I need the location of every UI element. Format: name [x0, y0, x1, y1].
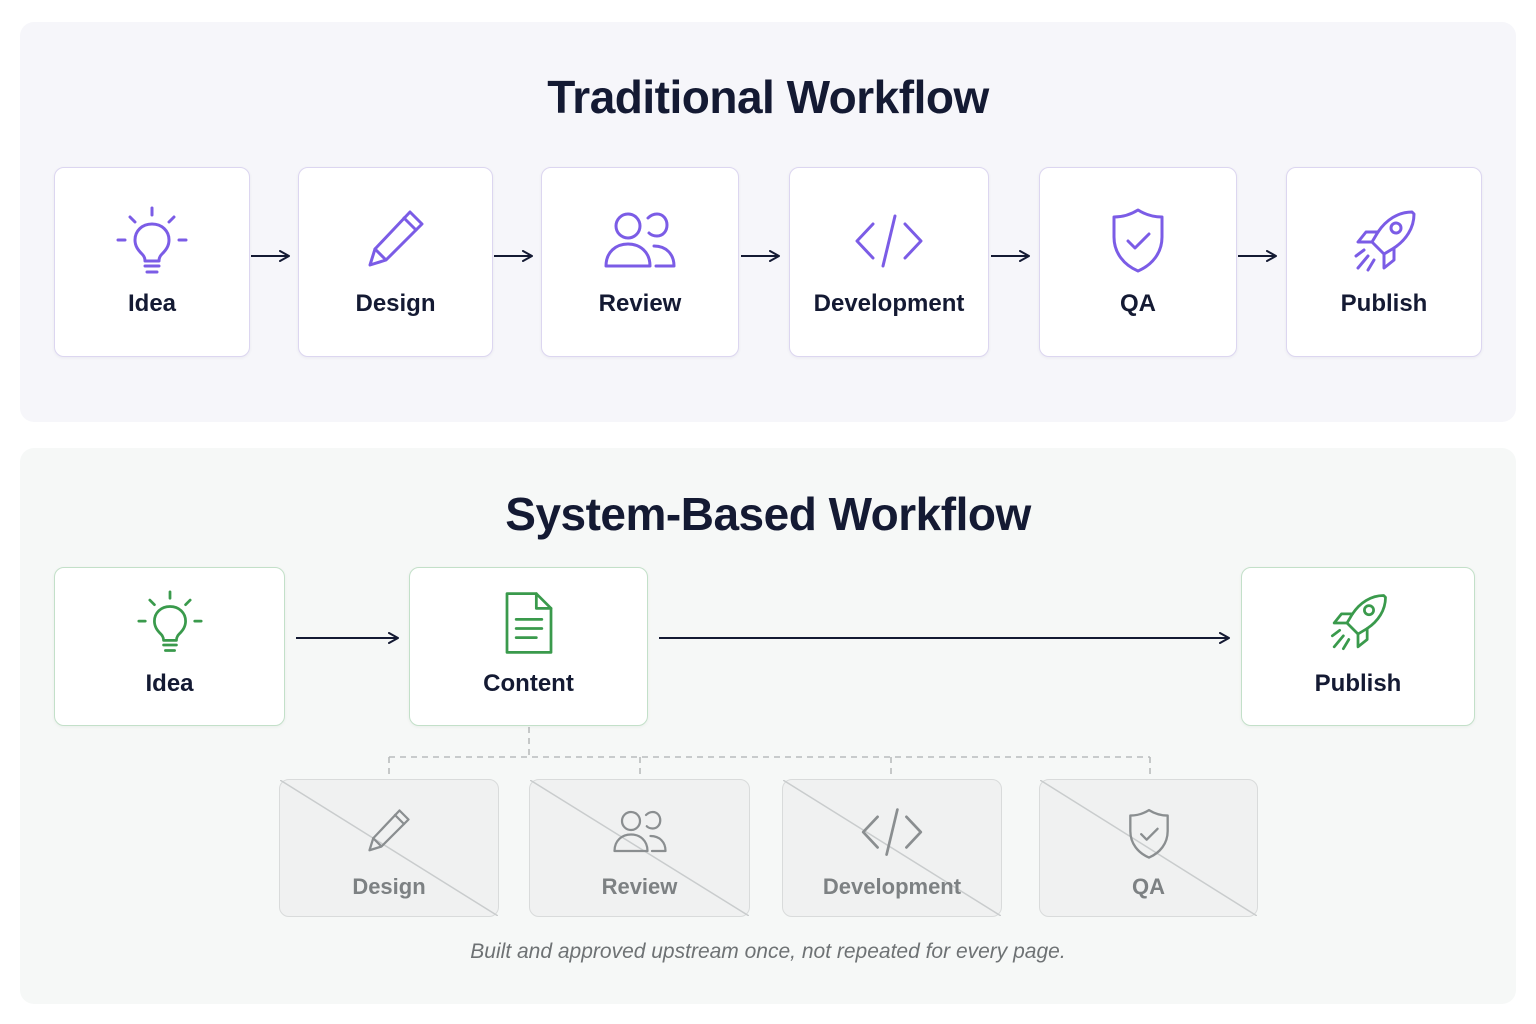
- rocket-icon: [1287, 206, 1481, 278]
- step-card-design: Design: [298, 167, 493, 357]
- skipped-card-review: Review: [529, 779, 750, 917]
- lightbulb-icon: [55, 206, 249, 278]
- skipped-card-design: Design: [279, 779, 499, 917]
- step-card-qa: QA: [1039, 167, 1237, 357]
- pencil-icon: [299, 206, 492, 278]
- system-workflow-title: System-Based Workflow: [505, 488, 1031, 540]
- code-icon: [783, 806, 1001, 860]
- system-label-content: Content: [483, 670, 574, 697]
- step-label-review: Review: [598, 290, 682, 317]
- upstream-dashed-connector: [388, 727, 1151, 779]
- skipped-label-design: Design: [352, 874, 426, 899]
- document-icon: [410, 590, 647, 656]
- step-label-idea: Idea: [127, 290, 177, 317]
- step-card-development: Development: [789, 167, 989, 357]
- step-label-design: Design: [355, 290, 436, 317]
- rocket-icon: [1242, 590, 1474, 656]
- skipped-card-qa: QA: [1039, 779, 1258, 917]
- skipped-label-qa: QA: [1132, 874, 1165, 899]
- step-card-review: Review: [541, 167, 739, 357]
- system-label-publish: Publish: [1314, 670, 1402, 697]
- users-icon: [530, 806, 749, 860]
- traditional-workflow-title: Traditional Workflow: [547, 71, 989, 123]
- pencil-icon: [280, 806, 498, 860]
- system-label-idea: Idea: [145, 670, 194, 697]
- system-card-publish: Publish: [1241, 567, 1475, 726]
- step-label-qa: QA: [1120, 290, 1156, 317]
- step-card-publish: Publish: [1286, 167, 1482, 357]
- system-card-content: Content: [409, 567, 648, 726]
- skipped-label-review: Review: [601, 874, 678, 899]
- system-card-idea: Idea: [54, 567, 285, 726]
- shield-check-icon: [1040, 806, 1257, 864]
- code-icon: [790, 206, 988, 278]
- step-label-development: Development: [813, 290, 965, 317]
- system-workflow-panel: [20, 448, 1516, 1004]
- upstream-caption: Built and approved upstream once, not re…: [470, 940, 1066, 963]
- shield-check-icon: [1040, 206, 1236, 278]
- step-label-publish: Publish: [1340, 290, 1428, 317]
- users-icon: [542, 206, 738, 278]
- skipped-card-development: Development: [782, 779, 1002, 917]
- skipped-label-development: Development: [822, 874, 962, 899]
- lightbulb-icon: [55, 590, 284, 656]
- traditional-workflow-panel: [20, 22, 1516, 422]
- step-card-idea: Idea: [54, 167, 250, 357]
